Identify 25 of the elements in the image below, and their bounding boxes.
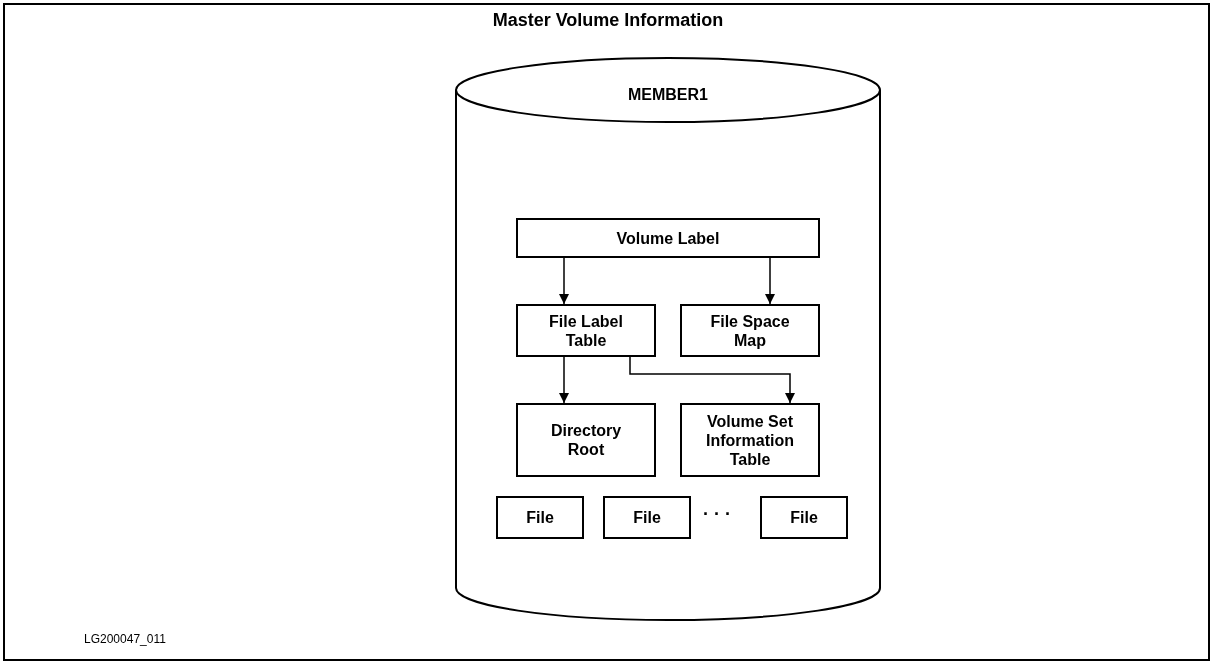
box bbox=[603, 496, 691, 539]
box-label: Volume Set Information Table bbox=[705, 411, 795, 469]
box-label: File bbox=[789, 508, 819, 527]
box bbox=[516, 218, 820, 258]
ellipsis-dots: · · · bbox=[703, 504, 731, 525]
box bbox=[516, 403, 656, 477]
box-label: File Space Map bbox=[709, 311, 791, 350]
box bbox=[516, 304, 656, 357]
arrow bbox=[559, 257, 569, 305]
box-label: Directory Root bbox=[549, 421, 623, 459]
box-label: File bbox=[632, 508, 662, 527]
arrow bbox=[629, 356, 795, 404]
box bbox=[680, 304, 820, 357]
box-label: Volume Label bbox=[615, 228, 721, 248]
cylinder-shape bbox=[455, 57, 881, 621]
arrow bbox=[559, 356, 569, 404]
figure-id: LG200047_011 bbox=[84, 632, 166, 646]
box bbox=[680, 403, 820, 477]
box-label: File Label Table bbox=[548, 311, 624, 350]
diagram-title: Master Volume Information bbox=[491, 10, 725, 31]
box-label: File bbox=[525, 508, 555, 527]
box bbox=[760, 496, 848, 539]
arrow bbox=[765, 257, 775, 305]
cylinder-label: MEMBER1 bbox=[628, 85, 708, 104]
box bbox=[496, 496, 584, 539]
